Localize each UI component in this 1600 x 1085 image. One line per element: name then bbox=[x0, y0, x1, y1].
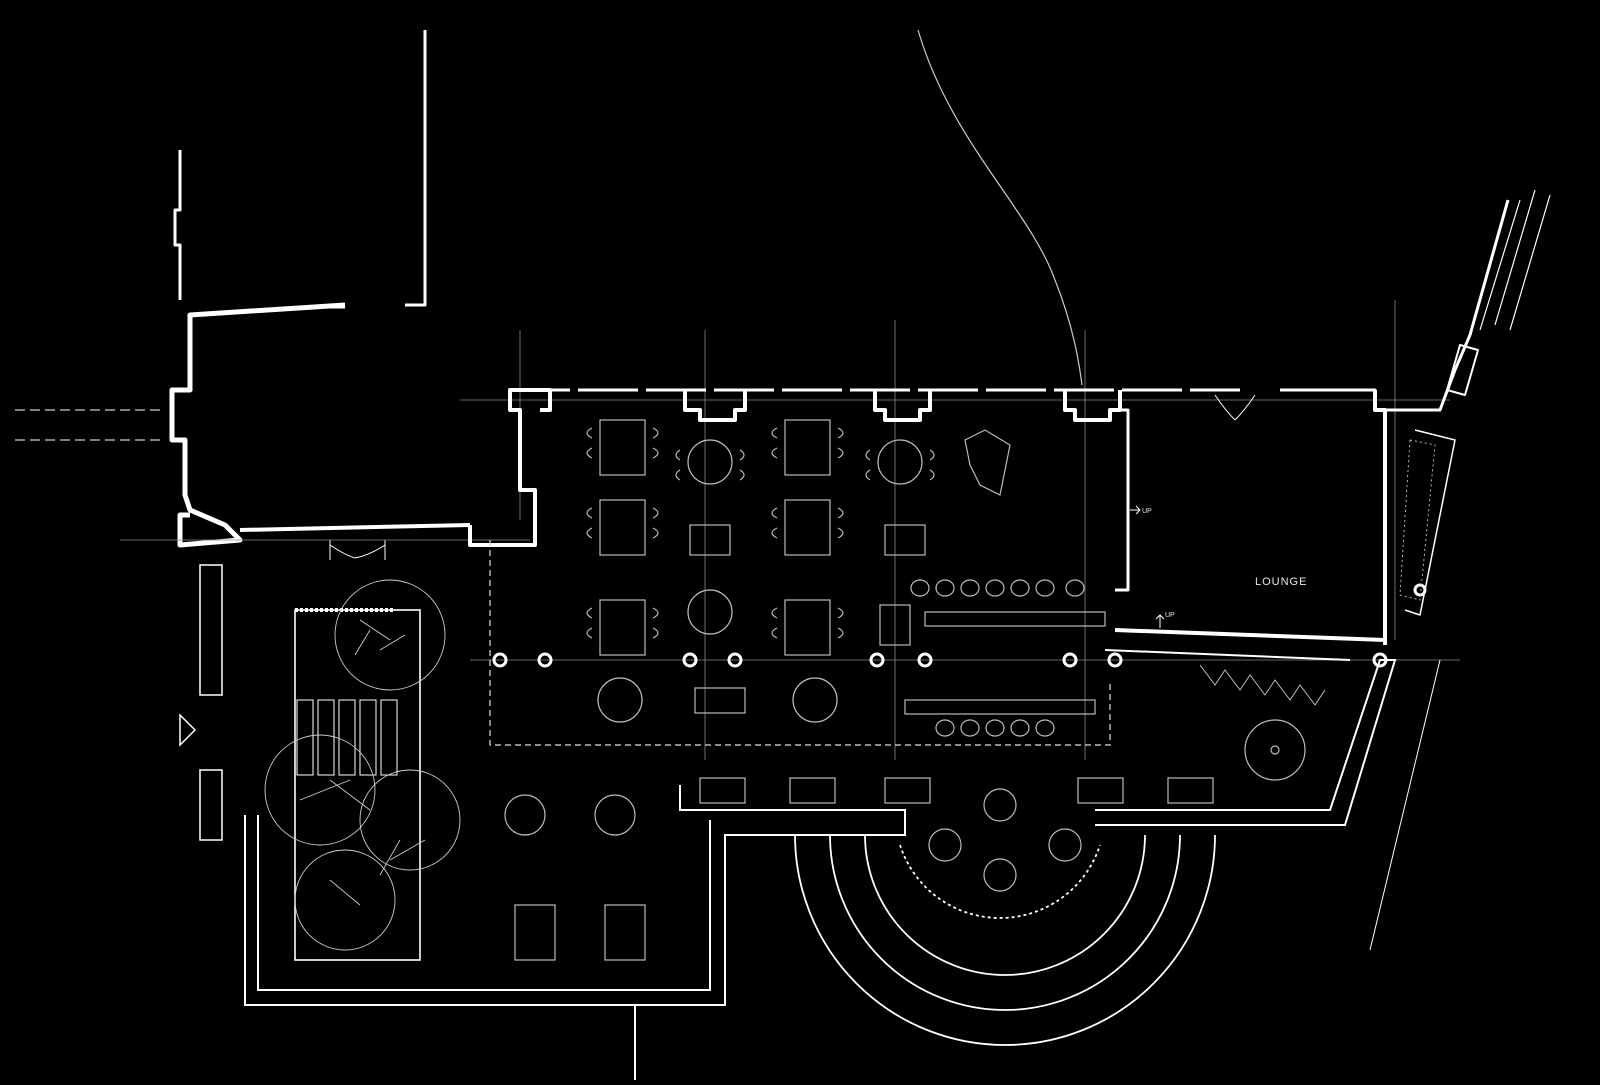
dining-hall-walls bbox=[468, 388, 1400, 661]
angled-wall-right bbox=[1369, 189, 1551, 951]
terrace-walls bbox=[244, 659, 1397, 1080]
lounge-plantings bbox=[1199, 439, 1436, 706]
up-arrows bbox=[1130, 505, 1165, 628]
reference-grid-lines bbox=[120, 300, 1460, 760]
dining-furniture bbox=[586, 419, 1106, 737]
up-label-1: UP bbox=[1142, 508, 1152, 515]
terrace-furniture bbox=[504, 719, 1306, 961]
site-curve-line bbox=[917, 29, 1083, 386]
up-label-2: UP bbox=[1165, 612, 1175, 619]
existing-building-walls bbox=[169, 30, 471, 560]
semicircular-steps bbox=[794, 834, 1216, 1046]
lounge-label: LOUNGE bbox=[1255, 576, 1307, 588]
approach-dashed-lines bbox=[15, 409, 165, 441]
door-swings bbox=[329, 394, 1256, 559]
terrace-dashed-outline bbox=[489, 540, 1111, 746]
planter-bed bbox=[179, 564, 461, 961]
